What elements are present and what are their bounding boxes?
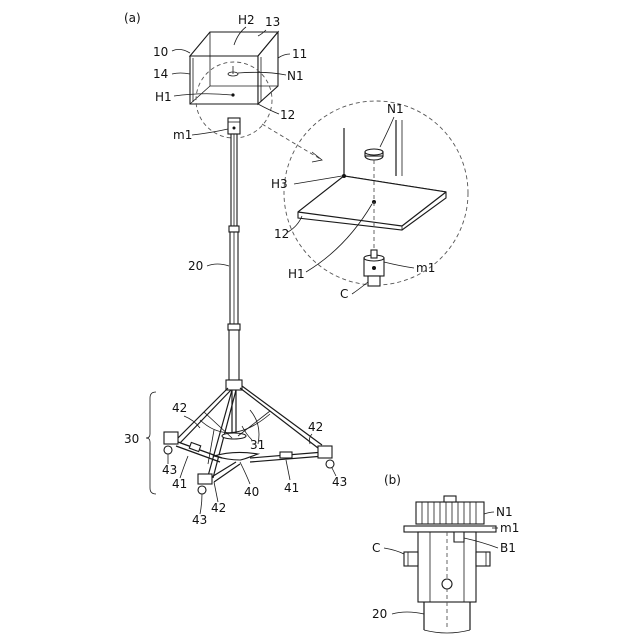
label-11: 11 — [292, 47, 307, 61]
label-20: 20 — [188, 259, 203, 273]
label-m1-top: m1 — [173, 128, 192, 142]
label-42-c: 42 — [211, 501, 226, 515]
label-31: 31 — [250, 438, 265, 452]
label-c-b: C — [372, 541, 380, 555]
label-h1-box: H1 — [155, 90, 172, 104]
label-42-a: 42 — [172, 401, 187, 415]
label-12-detail: 12 — [274, 227, 289, 241]
label-40: 40 — [244, 485, 259, 499]
bracket-30 — [146, 392, 156, 494]
label-43-c: 43 — [332, 475, 347, 489]
cube-box — [190, 32, 278, 104]
label-20-b: 20 — [372, 607, 387, 621]
detail-mount-m1 — [364, 250, 384, 286]
label-c-detail: C — [340, 287, 348, 301]
label-13: 13 — [265, 15, 280, 29]
label-10: 10 — [153, 45, 168, 59]
panel-label-a: (a) — [124, 11, 141, 25]
label-h1-detail: H1 — [288, 267, 305, 281]
panel-label-b: (b) — [384, 473, 401, 487]
detail-nut-n1 — [365, 149, 383, 160]
label-12-box: 12 — [280, 108, 295, 122]
label-41-b: 41 — [284, 481, 299, 495]
zoom-arrow — [262, 124, 322, 162]
detail-box-bottom — [298, 120, 446, 230]
mount-m1-top — [228, 118, 240, 134]
label-h2: H2 — [238, 13, 255, 27]
telescopic-pole — [228, 134, 240, 382]
label-n1-box: N1 — [287, 69, 304, 83]
label-30: 30 — [124, 432, 139, 446]
label-h3: H3 — [271, 177, 288, 191]
label-41-a: 41 — [172, 477, 187, 491]
label-m1-detail: m1 — [416, 261, 435, 275]
label-42-b: 42 — [308, 420, 323, 434]
label-m1-b: m1 — [500, 521, 519, 535]
label-b1: B1 — [500, 541, 516, 555]
label-43-b: 43 — [192, 513, 207, 527]
label-n1-b: N1 — [496, 505, 513, 519]
label-n1-detail: N1 — [387, 102, 404, 116]
label-14: 14 — [153, 67, 168, 81]
detail-hole-h3 — [342, 174, 346, 178]
label-43-a: 43 — [162, 463, 177, 477]
